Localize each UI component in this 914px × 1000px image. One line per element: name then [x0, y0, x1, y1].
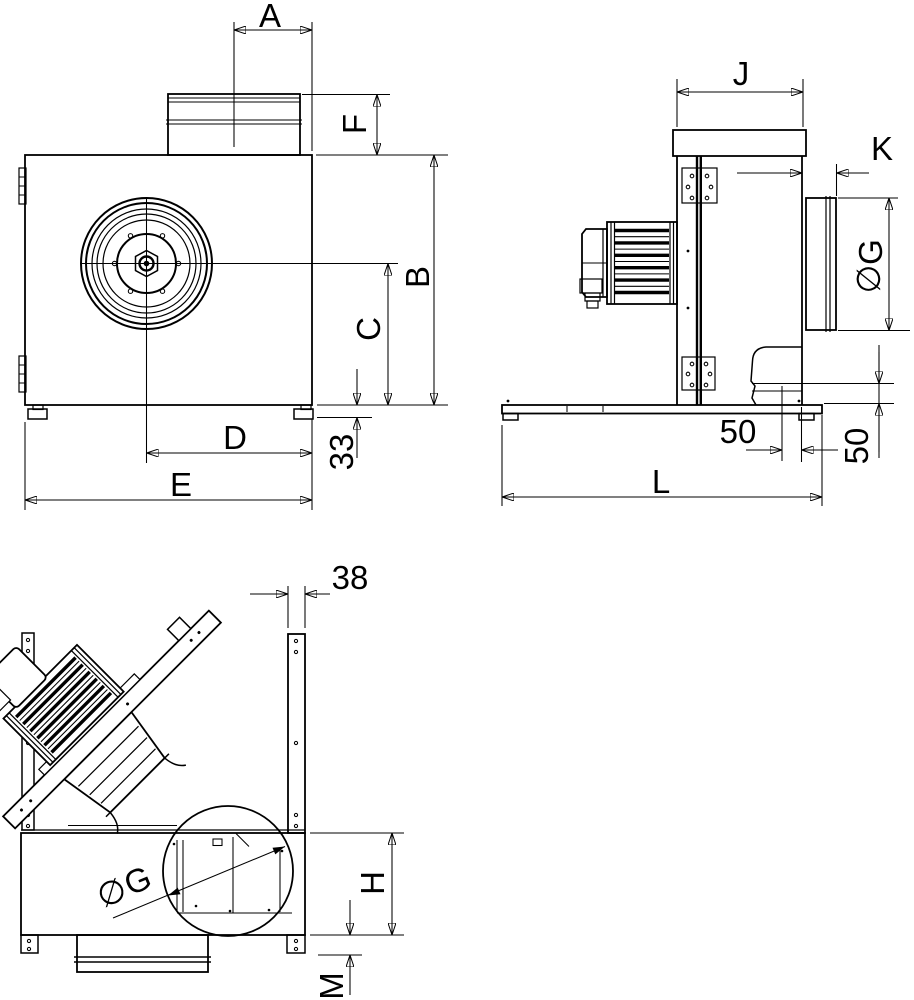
dimension-k: K [737, 130, 893, 196]
drain-spout [750, 346, 802, 406]
door-screws [19, 631, 201, 812]
diameter-symbol: ∅ [850, 265, 887, 294]
door-latch-tab [166, 616, 192, 642]
terminal-box-swung [0, 685, 12, 713]
centerlines [80, 197, 398, 463]
dim-label-h: H [354, 871, 391, 895]
dimension-e: E [24, 422, 312, 510]
dim-label-j: J [733, 55, 750, 92]
fan-housing-front [18, 93, 398, 463]
dim-label-l: L [652, 463, 670, 500]
dimension-m: M [313, 900, 362, 1000]
motor-side [581, 228, 608, 298]
panel-screw [686, 306, 690, 310]
dim-label-g: G [852, 239, 889, 265]
hinge-left-top [18, 167, 27, 205]
dim-label-b: B [399, 266, 436, 288]
fan-inlet [80, 197, 398, 463]
dimension-b: B [317, 155, 448, 406]
dimension-j: J [676, 55, 804, 127]
mount-foot-right [286, 934, 306, 954]
swing-door-assembly [0, 609, 223, 834]
dimension-c: C [350, 263, 388, 405]
dim-label-50v: 50 [838, 428, 875, 465]
dimension-33: 33 [317, 369, 372, 470]
base-foot-right [798, 412, 815, 421]
dimension-f: F [302, 93, 448, 156]
dim-label-50h: 50 [720, 413, 757, 450]
housing-box-bottom [20, 832, 306, 936]
dim-label-k: K [871, 130, 893, 167]
lower-housing [20, 824, 306, 973]
dimension-38: 38 [250, 559, 368, 628]
dimension-50-horizontal: 50 [720, 386, 838, 462]
dimension-50-vertical: 50 [752, 345, 894, 464]
base-plate-side [501, 399, 823, 421]
dim-label-e: E [170, 466, 192, 503]
side-opening [162, 805, 294, 937]
side-view: J K G ∅ 50 50 L [501, 55, 910, 506]
dim-label-d: D [223, 419, 247, 456]
dim-label-m: M [313, 972, 350, 1000]
dimension-a: A [233, 0, 313, 151]
housing-box [24, 154, 313, 406]
swing-out-view: 38 ∅ G H M [0, 559, 404, 1000]
panel-screw [686, 249, 690, 253]
bottom-spigot [74, 934, 211, 973]
dimension-g-bottom: ∅ G [91, 846, 286, 919]
dim-label-f: F [336, 114, 373, 134]
foot-left [27, 404, 48, 420]
dim-label-38: 38 [332, 559, 369, 596]
dim-label-c: C [350, 317, 387, 341]
door-post-right [287, 633, 306, 834]
dim-label-a: A [259, 0, 281, 34]
hinge-top [681, 167, 718, 204]
terminal-box [579, 278, 603, 309]
front-view: A F B C 33 D E [18, 0, 448, 510]
dimension-l: L [501, 415, 823, 506]
impeller-swung [2, 643, 125, 767]
top-plate [672, 129, 807, 157]
door-seal-lines [695, 156, 702, 405]
interior-lines [172, 833, 292, 914]
impeller-side [606, 221, 678, 305]
base-foot-left [502, 412, 519, 421]
foot-right [293, 404, 314, 420]
hinge-left-bottom [18, 355, 27, 393]
dimension-g-side: G ∅ [838, 197, 910, 332]
inlet-cone [62, 710, 187, 834]
hinge-bottom [681, 356, 716, 391]
outlet-spigot-side [805, 196, 837, 332]
dimension-d: D [146, 419, 313, 510]
motor-swung [0, 647, 47, 713]
side-spigot-circle [162, 805, 294, 937]
dimension-h: H [310, 832, 404, 936]
dim-label-33: 33 [323, 434, 360, 471]
mount-foot-left [20, 934, 39, 954]
fan-housing-side [501, 129, 837, 421]
